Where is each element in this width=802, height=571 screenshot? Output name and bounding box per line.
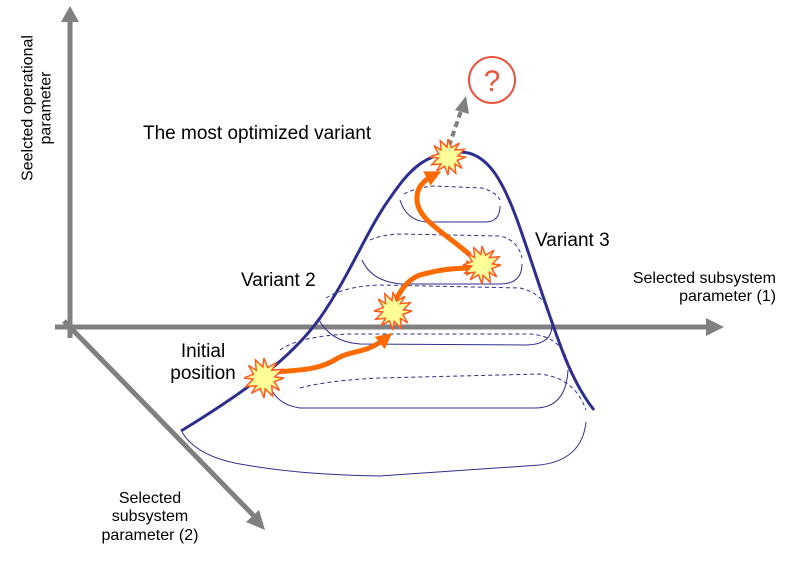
star-variant1-icon	[373, 291, 413, 331]
y-axis-label-line2: parameter	[38, 71, 55, 145]
contour-bottom-1	[181, 421, 587, 477]
y-axis-label-line1: Seelcted operational	[19, 35, 37, 181]
initial-position-line1: Initial	[180, 341, 226, 362]
x-axis-label-line1: Selected subsystem	[632, 270, 776, 287]
z-axis	[62, 319, 256, 518]
contour-top-4	[369, 233, 523, 259]
z-axis-label: Selected subsystem parameter (2)	[80, 490, 220, 545]
z-axis-label-line1: Selected	[118, 490, 182, 507]
star-bursts	[243, 138, 502, 399]
question-mark-text: ?	[484, 65, 501, 98]
contour-bottom-5	[399, 199, 501, 223]
contour-bottom-4	[361, 259, 523, 285]
contour-top-1	[299, 373, 587, 411]
variant3-label: Variant 3	[535, 230, 610, 251]
contour-top-5	[403, 185, 501, 201]
y-axis-arrowhead	[61, 6, 79, 22]
variant2-label: Variant 2	[241, 270, 316, 291]
y-axis-label: Seelcted operational parameter	[14, 8, 62, 208]
path-segment-1	[274, 333, 393, 375]
path-segment-3	[414, 171, 472, 257]
future-direction-arrow	[447, 107, 464, 147]
z-axis-label-line3: parameter (2)	[101, 526, 199, 544]
future-direction-arrowhead	[455, 96, 469, 114]
x-axis-arrowhead	[706, 318, 724, 336]
initial-position-label: Initial position	[158, 341, 248, 385]
star-variant3-icon	[462, 245, 502, 285]
optimization-path	[274, 171, 482, 375]
axes	[55, 6, 724, 530]
contour-slices	[181, 199, 587, 477]
z-axis-label-line2: subsystem	[111, 508, 189, 526]
contour-top-2	[279, 333, 569, 363]
x-axis-label-line2: parameter (1)	[679, 288, 776, 306]
z-axis-arrowhead	[246, 510, 265, 530]
contour-dashed	[279, 185, 587, 411]
initial-position-line2: position	[170, 362, 236, 384]
path-segment-2	[389, 260, 482, 308]
contour-top-3	[325, 284, 551, 319]
star-optimized-icon	[429, 138, 467, 176]
x-axis-label: Selected subsystem parameter (1)	[576, 270, 776, 307]
star-initial-icon	[243, 357, 285, 399]
question-mark-icon: ?	[468, 56, 516, 104]
most-optimized-label: The most optimized variant	[143, 123, 372, 144]
contour-bottom-2	[267, 369, 569, 409]
contour-bottom-3	[317, 317, 553, 346]
